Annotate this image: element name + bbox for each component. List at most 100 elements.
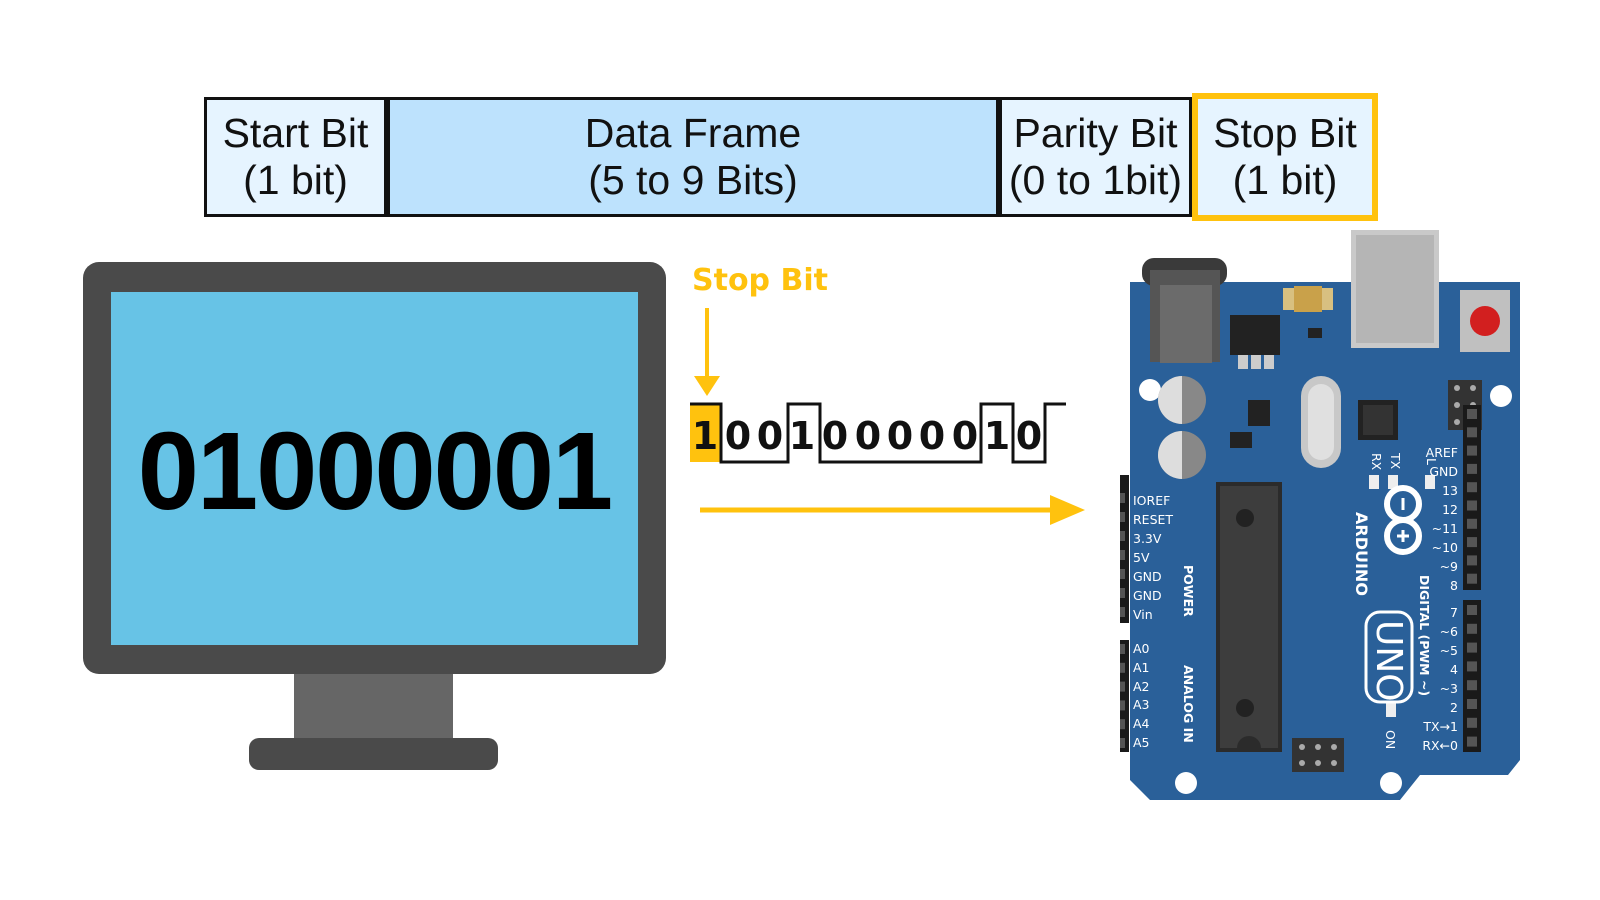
pin-label: ~10 bbox=[1432, 540, 1458, 555]
header-pin bbox=[1120, 588, 1125, 598]
bit-value: 0 bbox=[887, 414, 913, 458]
header-pin bbox=[1467, 699, 1477, 709]
usb-port bbox=[1351, 230, 1439, 348]
header-pin bbox=[1120, 681, 1125, 692]
data-frame-title: Data Frame bbox=[584, 110, 802, 156]
header-pin bbox=[1120, 738, 1125, 748]
digital-header-label: DIGITAL (PWM ~) bbox=[1417, 575, 1432, 696]
pin-label: RESET bbox=[1133, 512, 1173, 527]
pin-label: ~3 bbox=[1440, 681, 1458, 696]
header-pin bbox=[1120, 569, 1125, 579]
mounting-hole bbox=[1380, 772, 1402, 794]
header-pin bbox=[1120, 493, 1125, 503]
header-pin bbox=[1467, 555, 1477, 566]
pin-label: RX←0 bbox=[1422, 738, 1458, 753]
header-pin bbox=[1120, 700, 1125, 711]
pin-label: Vin bbox=[1133, 607, 1153, 622]
header-pin bbox=[1467, 680, 1477, 691]
bit-value: 0 bbox=[725, 414, 751, 458]
arduino-logo bbox=[1384, 485, 1422, 556]
header-pin bbox=[1467, 736, 1477, 747]
header-pin bbox=[1467, 661, 1477, 672]
bit-value: 0 bbox=[919, 414, 945, 458]
pin-label: A3 bbox=[1133, 697, 1150, 712]
header-pin bbox=[1467, 463, 1477, 474]
header-pin bbox=[1467, 573, 1477, 584]
header-pin bbox=[1467, 427, 1477, 438]
analog-header bbox=[1120, 640, 1129, 752]
pin-label: A4 bbox=[1133, 716, 1150, 731]
monitor-stand bbox=[249, 738, 498, 770]
data-frame-size: (5 to 9 Bits) bbox=[588, 157, 798, 203]
header-pin bbox=[1467, 445, 1477, 456]
pin-label: 12 bbox=[1442, 502, 1458, 517]
power-jack bbox=[1142, 258, 1227, 363]
start-bit-cell: Start Bit (1 bit) bbox=[204, 97, 387, 217]
l-led-label: L bbox=[1424, 458, 1439, 465]
voltage-regulator bbox=[1230, 315, 1280, 355]
header-pin bbox=[1120, 550, 1125, 560]
pin-label: IOREF bbox=[1133, 493, 1170, 508]
transmission-direction-arrow bbox=[700, 495, 1085, 525]
header-pin bbox=[1120, 719, 1125, 730]
header-pin bbox=[1467, 518, 1477, 529]
data-frame-cell: Data Frame (5 to 9 Bits) bbox=[387, 97, 999, 217]
bit-value: 1 bbox=[984, 414, 1010, 458]
header-pin bbox=[1120, 607, 1125, 617]
header-pin bbox=[1467, 537, 1477, 548]
bit-value: 0 bbox=[822, 414, 848, 458]
header-pin bbox=[1467, 623, 1477, 634]
bit-value: 0 bbox=[952, 414, 978, 458]
parity-bit-title: Parity Bit bbox=[1013, 110, 1178, 156]
pin-label: ~5 bbox=[1440, 643, 1458, 658]
pin-label: 7 bbox=[1450, 605, 1458, 620]
header-pin bbox=[1120, 662, 1125, 673]
header-pin bbox=[1467, 717, 1477, 728]
uno-badge: UNO bbox=[1364, 610, 1414, 704]
pin-label: A0 bbox=[1133, 641, 1150, 656]
uart-frame-table: Start Bit (1 bit) Data Frame (5 to 9 Bit… bbox=[204, 93, 1378, 221]
pin-label: 5V bbox=[1133, 550, 1150, 565]
bit-value: 0 bbox=[1016, 414, 1042, 458]
monitor-neck bbox=[294, 674, 453, 741]
stop-bit-callout: Stop Bit bbox=[692, 263, 828, 298]
parity-bit-size: (0 to 1bit) bbox=[1008, 157, 1183, 203]
small-chip bbox=[1248, 400, 1270, 426]
pin-label: TX→1 bbox=[1422, 719, 1458, 734]
header-pin bbox=[1467, 642, 1477, 653]
header-pin bbox=[1467, 605, 1477, 615]
arduino-brand-text: ARDUINO bbox=[1352, 512, 1371, 596]
mounting-hole bbox=[1139, 379, 1161, 401]
header-pin bbox=[1120, 531, 1125, 541]
mounting-hole bbox=[1175, 772, 1197, 794]
on-led-label: ON bbox=[1383, 730, 1398, 749]
digital-header-bottom bbox=[1463, 600, 1481, 752]
pin-label: 3.3V bbox=[1133, 531, 1162, 546]
arduino-uno-board: RX TX L ON ARDUINO UNO IOREF RESET 3.3V … bbox=[1120, 230, 1520, 800]
mounting-hole bbox=[1490, 385, 1512, 407]
pin-label: 4 bbox=[1450, 662, 1458, 677]
tx-led-label: TX bbox=[1388, 452, 1403, 470]
header-pin bbox=[1467, 500, 1477, 511]
rx-led bbox=[1369, 475, 1379, 489]
binary-value: 01000001 bbox=[137, 410, 613, 533]
start-bit-size: (1 bit) bbox=[243, 157, 348, 203]
computer-monitor: 01000001 bbox=[83, 262, 666, 674]
pin-label: GND bbox=[1133, 588, 1162, 603]
bit-value: 1 bbox=[692, 414, 718, 458]
uno-model-text: UNO bbox=[1368, 620, 1409, 702]
on-led bbox=[1386, 703, 1396, 717]
bit-value: 1 bbox=[789, 414, 815, 458]
pin-label: GND bbox=[1133, 569, 1162, 584]
header-pin bbox=[1467, 482, 1477, 493]
monitor-screen: 01000001 bbox=[111, 292, 638, 645]
power-header bbox=[1120, 475, 1129, 623]
stop-bit-title: Stop Bit bbox=[1213, 110, 1357, 156]
stop-bit-pointer-arrow bbox=[694, 308, 720, 396]
pin-label: A1 bbox=[1133, 660, 1150, 675]
pin-label: 8 bbox=[1450, 578, 1458, 593]
header-pin bbox=[1120, 512, 1125, 522]
pin-label: GND bbox=[1429, 464, 1458, 479]
atmega-microcontroller bbox=[1216, 482, 1282, 752]
